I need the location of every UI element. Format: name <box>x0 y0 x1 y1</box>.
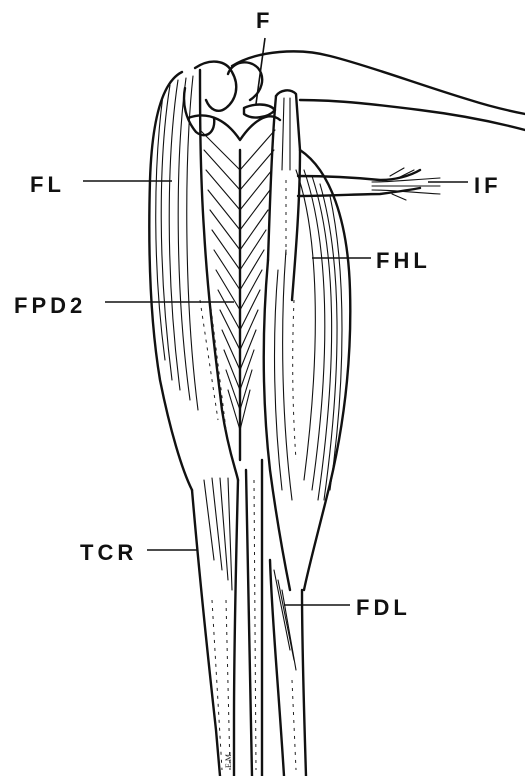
label-f: F <box>256 8 273 33</box>
knee-condyles <box>184 62 275 136</box>
label-fpd2: FPD2 <box>14 293 86 318</box>
nerve-if <box>298 168 440 200</box>
leader-lines <box>83 38 468 605</box>
fpd2-tendon <box>246 460 262 776</box>
muscle-fhl <box>264 150 351 590</box>
label-fdl: FDL <box>356 595 411 620</box>
fibula-structure <box>268 90 300 300</box>
leader-f <box>256 38 265 104</box>
muscle-tcr <box>192 478 238 776</box>
muscle-fl <box>149 70 238 490</box>
artist-signature: E.M. <box>224 752 233 768</box>
label-if: IF <box>474 173 502 198</box>
muscle-fdl <box>270 560 306 776</box>
label-fhl: FHL <box>376 248 431 273</box>
label-tcr: TCR <box>80 540 137 565</box>
label-fl: FL <box>30 172 65 197</box>
